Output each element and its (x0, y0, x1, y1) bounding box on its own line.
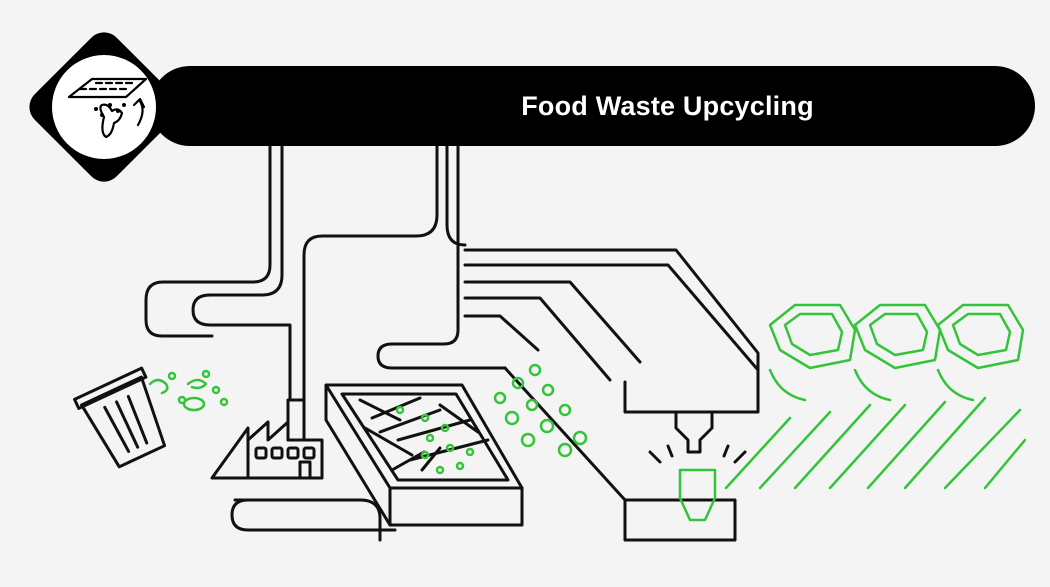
pipes (144, 144, 760, 542)
molded-cups (724, 303, 1027, 490)
page-title: Food Waste Upcycling (521, 90, 814, 121)
pellets (493, 363, 588, 458)
food-scraps (148, 369, 229, 412)
tray-pellets (395, 405, 475, 475)
tray (324, 383, 524, 527)
food-waste-upcycling-icon (29, 32, 179, 182)
press (648, 410, 747, 464)
trash-can-icon (73, 366, 167, 469)
factory-icon (210, 398, 324, 480)
mold (678, 468, 717, 522)
title-banner: Food Waste Upcycling (150, 66, 1035, 146)
